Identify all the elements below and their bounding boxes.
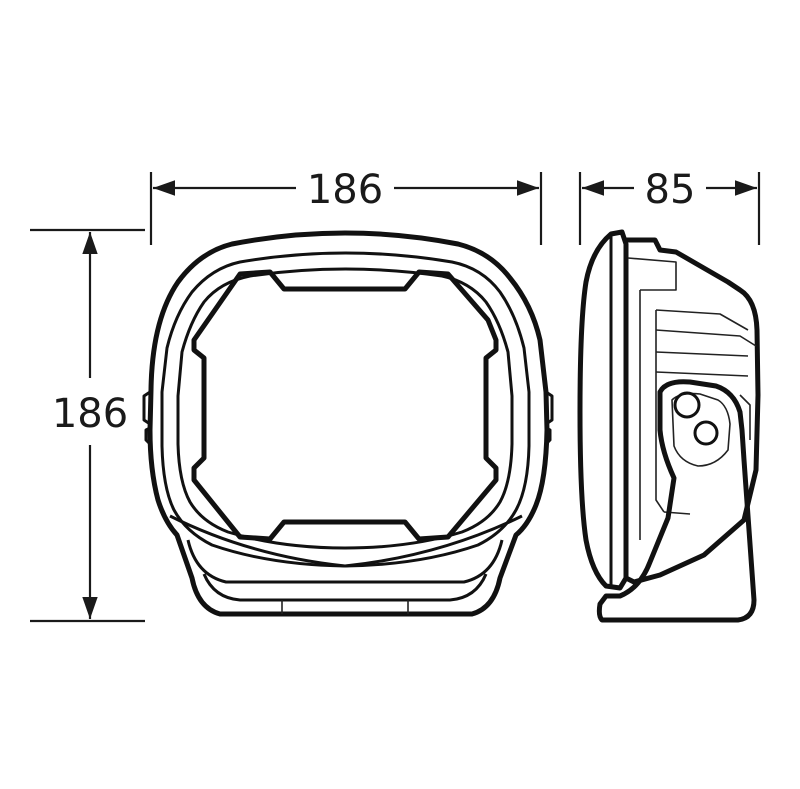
side-bracket-inner — [671, 392, 731, 467]
front-bezel-ring — [160, 251, 531, 568]
front-right-boss — [545, 390, 554, 426]
front-right-boss-lower — [544, 426, 552, 446]
width-dimension: 186 — [149, 167, 543, 245]
width-label: 186 — [307, 167, 383, 213]
side-housing — [624, 237, 761, 585]
side-fin-3 — [655, 329, 757, 347]
side-bracket — [596, 379, 757, 623]
front-bracket-band — [186, 539, 504, 584]
height-dimension: 186 — [30, 228, 145, 623]
side-fin-1 — [627, 257, 677, 291]
front-housing-outer — [147, 230, 550, 617]
front-view — [142, 230, 554, 617]
front-bracket-upper — [169, 514, 523, 568]
front-bracket-band-lower — [202, 573, 488, 602]
side-bolt-upper — [673, 391, 701, 419]
front-left-boss-lower — [144, 426, 152, 446]
side-fin-9 — [739, 394, 751, 440]
side-fin-2 — [655, 309, 749, 331]
front-lens — [191, 269, 499, 542]
side-bolt-lower — [693, 420, 719, 446]
side-fin-4 — [655, 351, 749, 357]
side-view — [577, 229, 761, 623]
height-label: 186 — [52, 391, 128, 437]
depth-dimension: 85 — [578, 167, 761, 245]
depth-label: 85 — [645, 167, 696, 213]
front-bezel-inner — [176, 267, 514, 550]
side-fin-6 — [655, 310, 665, 513]
side-fin-5 — [655, 371, 749, 377]
front-left-boss — [142, 390, 151, 426]
side-bezel — [577, 229, 629, 591]
